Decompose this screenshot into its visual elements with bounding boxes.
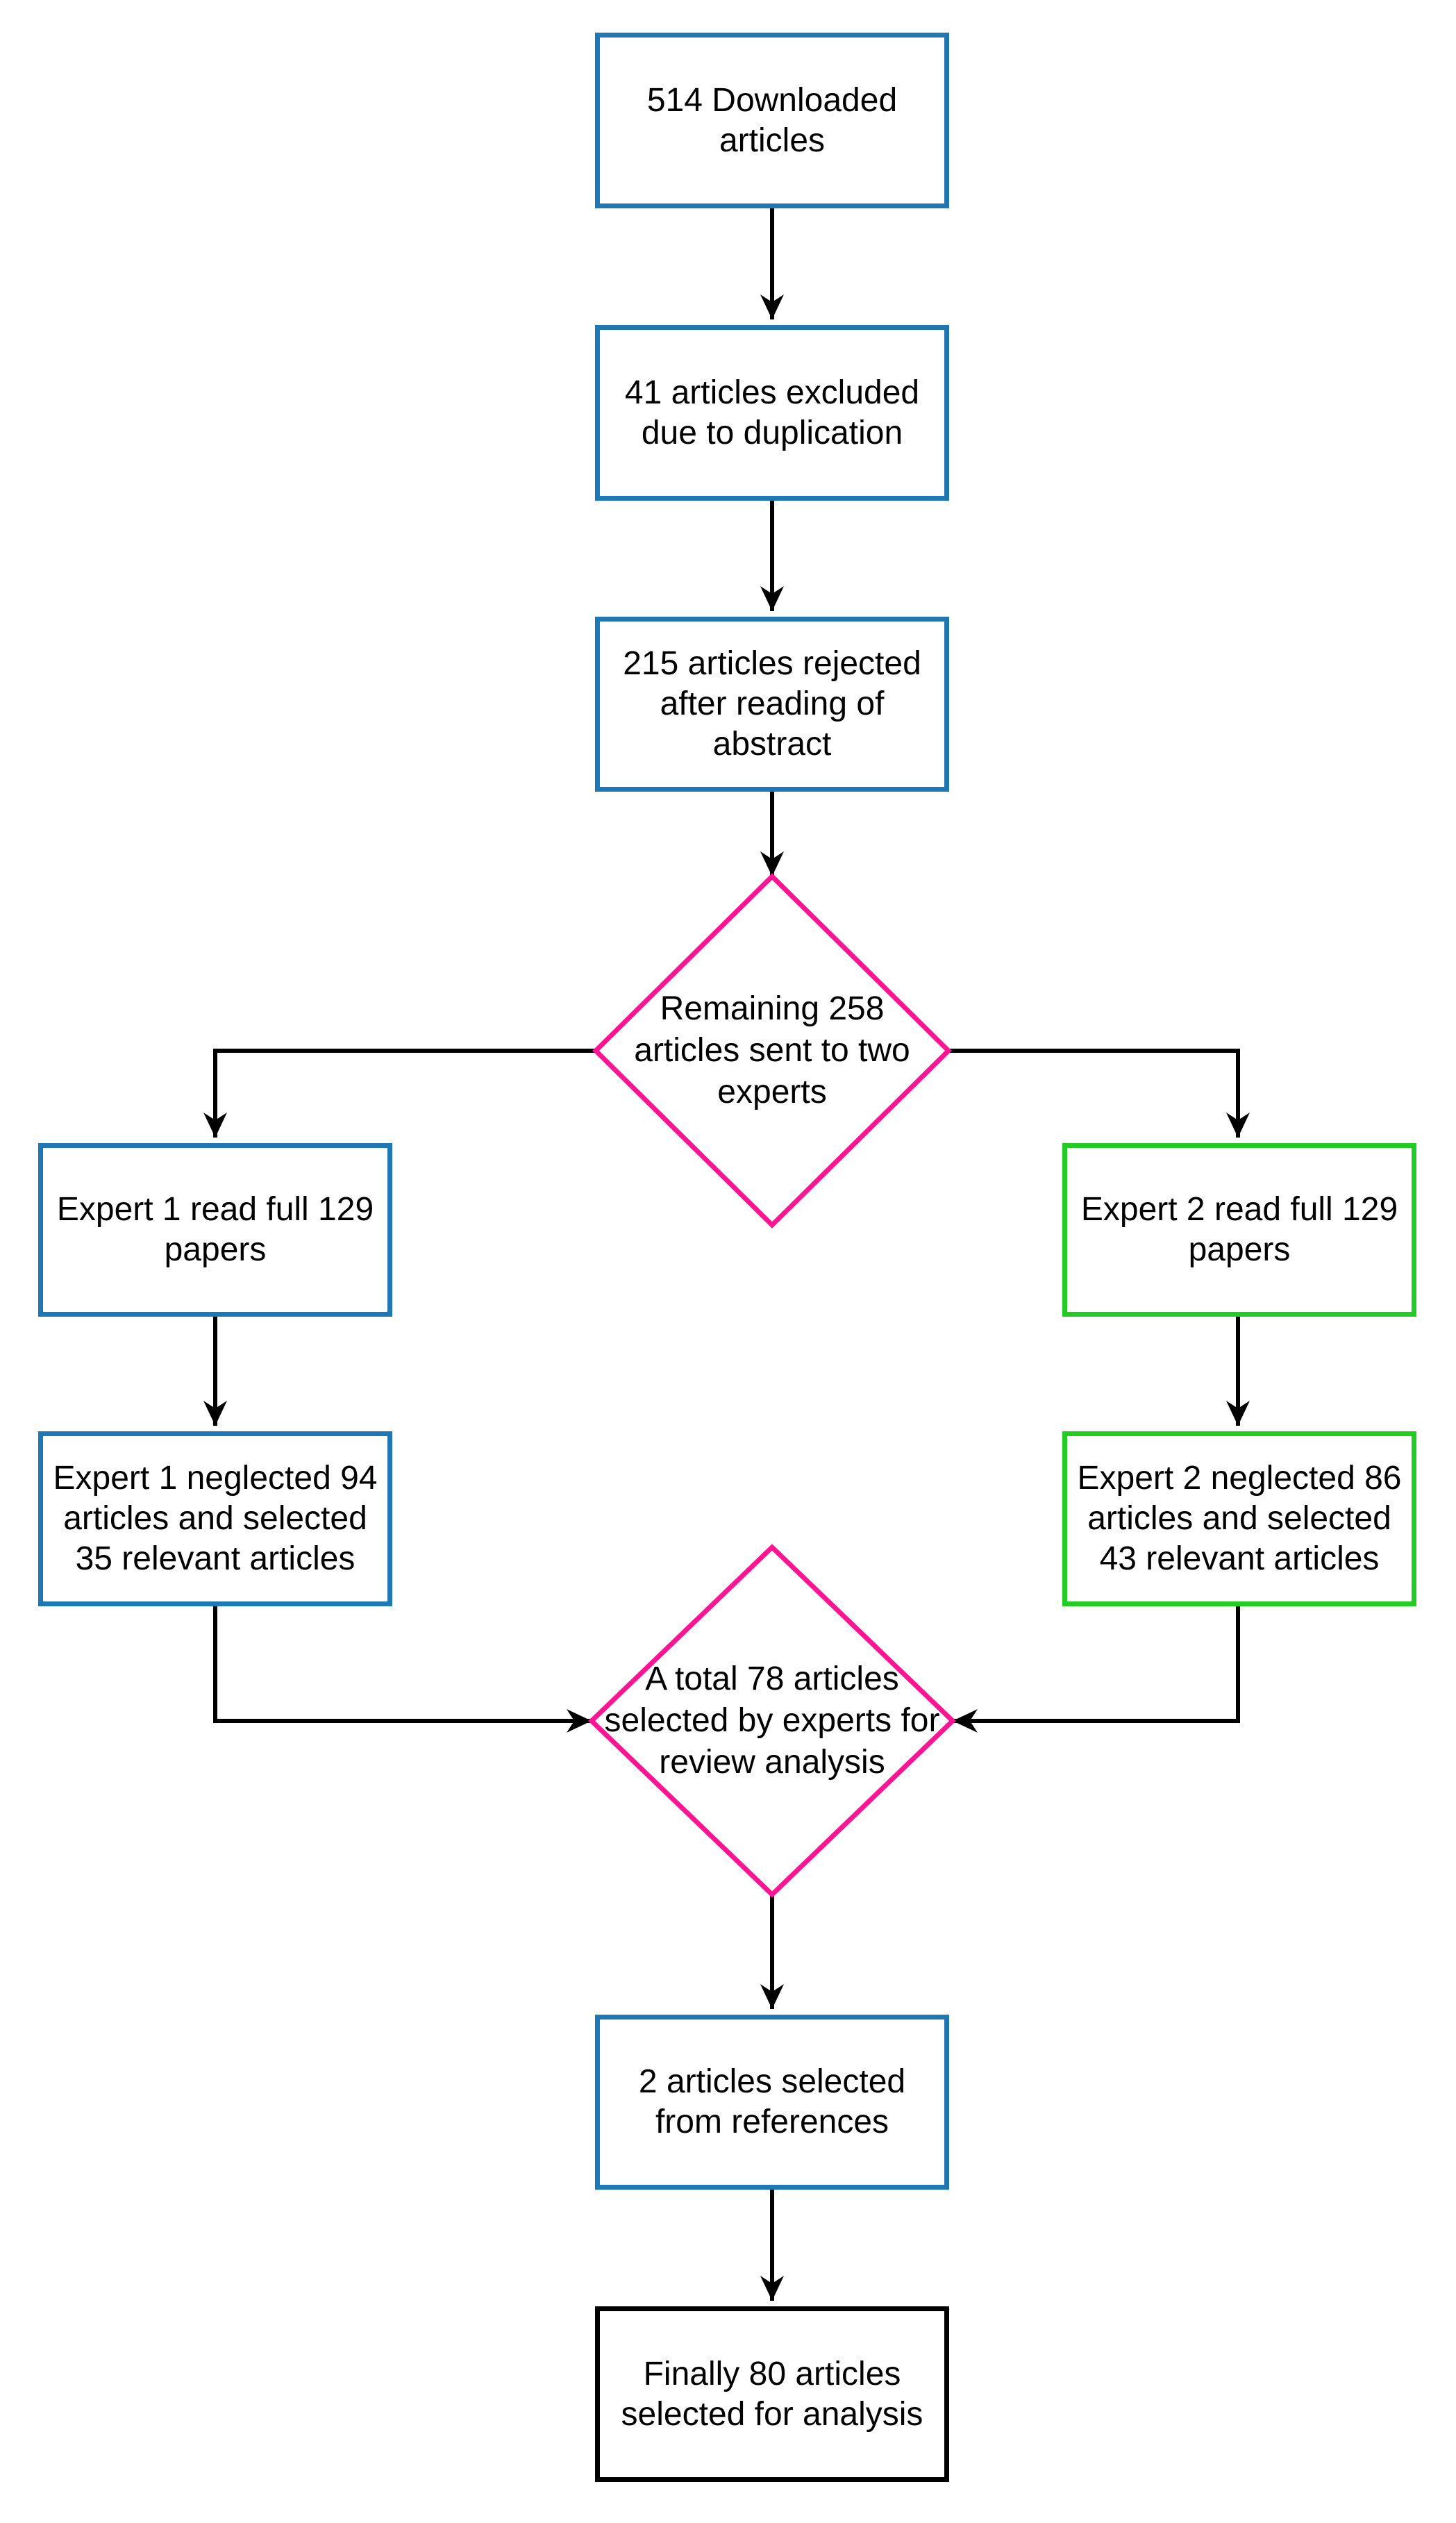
node-references: 2 articles selected from references: [595, 2015, 949, 2190]
node-expert2-read: Expert 2 read full 129 papers: [1062, 1143, 1416, 1317]
arrow-remaining-to-expert1: [203, 1049, 596, 1138]
node-downloaded: 514 Downloaded articles: [595, 33, 949, 208]
decision-diamond-total: [587, 1544, 957, 1898]
node-expert1-read: Expert 1 read full 129 papers: [38, 1143, 392, 1317]
arrow-remaining-to-expert2: [948, 1049, 1250, 1138]
connectors: [203, 208, 1250, 2301]
node-final: Finally 80 articles selected for analysi…: [595, 2306, 949, 2482]
decision-label-remaining: Remaining 258 articles sent to two exper…: [634, 990, 910, 1110]
node-duplication: 41 articles excluded due to duplication: [595, 325, 949, 501]
arrow-expert2-to-total: [953, 1606, 1240, 1733]
decision-diamond-remaining: [592, 873, 952, 1229]
arrow-expert1-to-total: [213, 1606, 592, 1733]
node-rejected-abstract: 215 articles rejected after reading of a…: [595, 617, 949, 792]
node-expert1-selected: Expert 1 neglected 94 articles and selec…: [38, 1431, 392, 1606]
node-expert2-selected: Expert 2 neglected 86 articles and selec…: [1062, 1431, 1416, 1606]
decision-label-total: A total 78 articles selected by experts …: [604, 1660, 940, 1781]
